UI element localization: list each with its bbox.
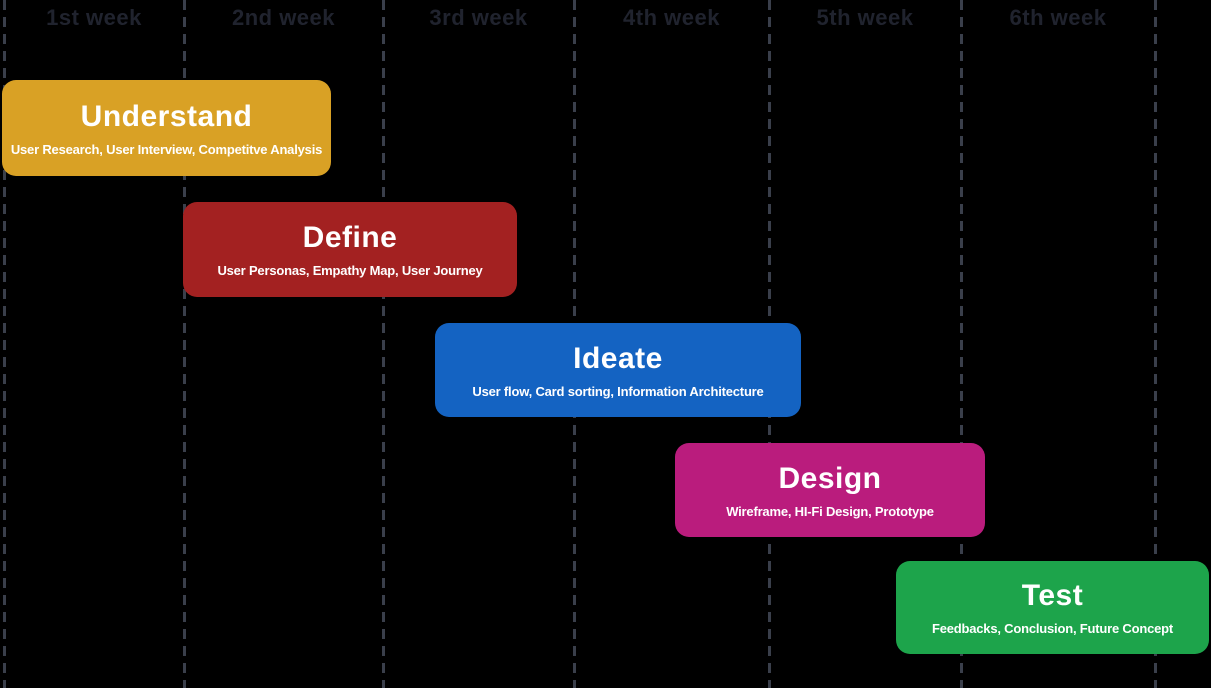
phase-title: Ideate [573, 341, 663, 375]
grid-line-7 [1154, 0, 1157, 688]
phase-bar-ideate: Ideate User flow, Card sorting, Informat… [435, 323, 801, 417]
phase-bar-understand: Understand User Research, User Interview… [2, 80, 331, 176]
phase-subtitle: Wireframe, HI-Fi Design, Prototype [726, 503, 934, 519]
grid-line-2 [183, 0, 186, 688]
phase-title: Understand [80, 99, 253, 133]
phase-bar-test: Test Feedbacks, Conclusion, Future Conce… [896, 561, 1209, 654]
phase-subtitle: User Research, User Interview, Competitv… [10, 141, 323, 157]
grid-line-6 [960, 0, 963, 688]
phase-bar-design: Design Wireframe, HI-Fi Design, Prototyp… [675, 443, 985, 537]
phase-title: Define [302, 221, 398, 254]
grid-line-1 [3, 0, 6, 688]
grid-line-3 [382, 0, 385, 688]
phase-subtitle: User Personas, Empathy Map, User Journey [217, 263, 483, 278]
phase-subtitle: Feedbacks, Conclusion, Future Concept [931, 621, 1174, 636]
phase-subtitle: User flow, Card sorting, Information Arc… [472, 383, 764, 399]
week-header-5: 5th week [816, 5, 914, 30]
week-header-1: 1st week [46, 5, 142, 30]
phase-bar-define: Define User Personas, Empathy Map, User … [183, 202, 517, 297]
week-header-3: 3rd week [429, 5, 528, 30]
phase-title: Design [778, 461, 882, 495]
week-header-6: 6th week [1009, 5, 1107, 30]
week-header-2: 2nd week [231, 5, 336, 30]
phase-title: Test [1021, 579, 1084, 612]
week-header-4: 4th week [623, 5, 720, 30]
